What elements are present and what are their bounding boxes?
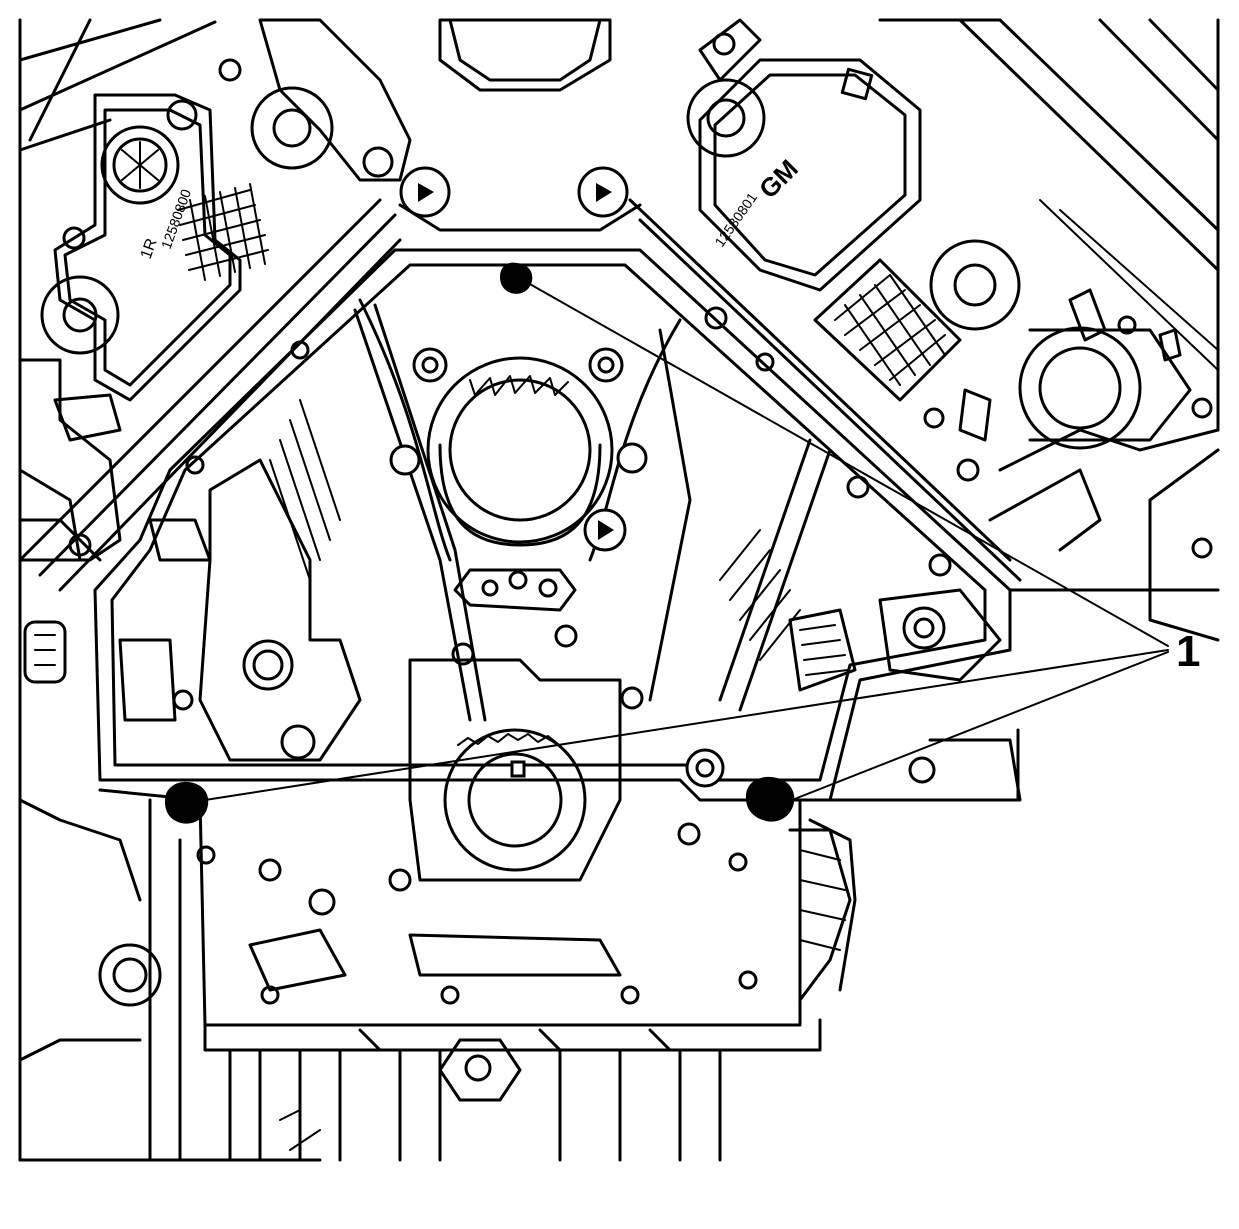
- left-cylinder-head: 1R 12580800: [18, 18, 412, 684]
- sealant-points: [164, 262, 795, 824]
- leader-line-right: [791, 651, 1169, 801]
- callout-1: 1: [204, 282, 1200, 801]
- left-tensioner: [118, 458, 362, 762]
- cam-sprocket-assembly: [358, 298, 682, 612]
- sealant-dot-right: [745, 776, 795, 822]
- right-cover-mesh: [834, 274, 946, 386]
- left-cover-mesh: [177, 183, 269, 281]
- callout-label: 1: [1176, 627, 1200, 676]
- right-bracket: [788, 588, 1220, 802]
- leader-line-top: [527, 282, 1169, 647]
- crank-sprocket: [408, 658, 725, 882]
- leader-line-left: [204, 649, 1169, 801]
- sealant-dot-left: [164, 781, 209, 824]
- oil-pan: [18, 788, 857, 1162]
- right-cover-part-number: 12580801: [711, 189, 760, 249]
- gm-logo: GM: [753, 153, 804, 204]
- left-cover-prefix: 1R: [138, 236, 161, 261]
- sealant-dot-top: [500, 262, 533, 294]
